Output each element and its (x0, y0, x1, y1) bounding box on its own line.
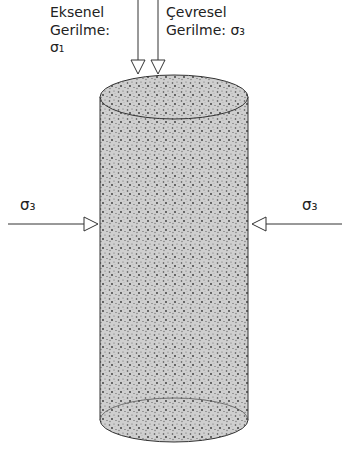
axial-stress-label: Eksenel Gerilme: σ₁ (50, 4, 126, 57)
axial-arrows (131, 0, 165, 74)
side-stress-label: σ₃ (302, 196, 342, 215)
confining-arrows (8, 217, 342, 231)
soil-cylinder (100, 75, 248, 442)
side-stress-label: σ₃ (20, 196, 60, 215)
confining-stress-label: Çevresel Gerilme: σ₃ (166, 4, 250, 39)
